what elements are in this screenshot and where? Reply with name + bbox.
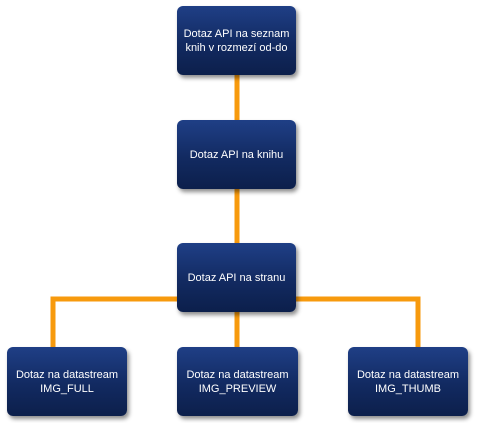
node-datastream-img-preview: Dotaz na datastream IMG_PREVIEW <box>177 347 298 416</box>
node-label-line: Dotaz API na seznam <box>183 27 290 40</box>
node-datastream-img-thumb: Dotaz na datastream IMG_THUMB <box>348 347 468 416</box>
connector-n3-n6 <box>237 296 421 347</box>
node-label-line: Dotaz na datastream <box>15 368 119 381</box>
node-label-line: knih v rozmezí od-do <box>185 41 288 54</box>
node-label-line: Dotaz API na stranu <box>187 271 286 284</box>
node-label-line: Dotaz API na knihu <box>189 148 284 161</box>
node-label-line: IMG_FULL <box>40 382 94 395</box>
node-label-line: Dotaz na datastream <box>186 368 289 381</box>
node-label-line: Dotaz na datastream <box>356 368 460 381</box>
node-datastream-img-full: Dotaz na datastream IMG_FULL <box>7 347 127 416</box>
node-book-list-query: Dotaz API na seznam knih v rozmezí od-do <box>177 6 296 75</box>
node-page-query: Dotaz API na stranu <box>177 243 296 312</box>
node-label-line: IMG_THUMB <box>375 382 441 395</box>
node-label-line: IMG_PREVIEW <box>198 382 277 395</box>
node-book-query: Dotaz API na knihu <box>177 120 296 189</box>
